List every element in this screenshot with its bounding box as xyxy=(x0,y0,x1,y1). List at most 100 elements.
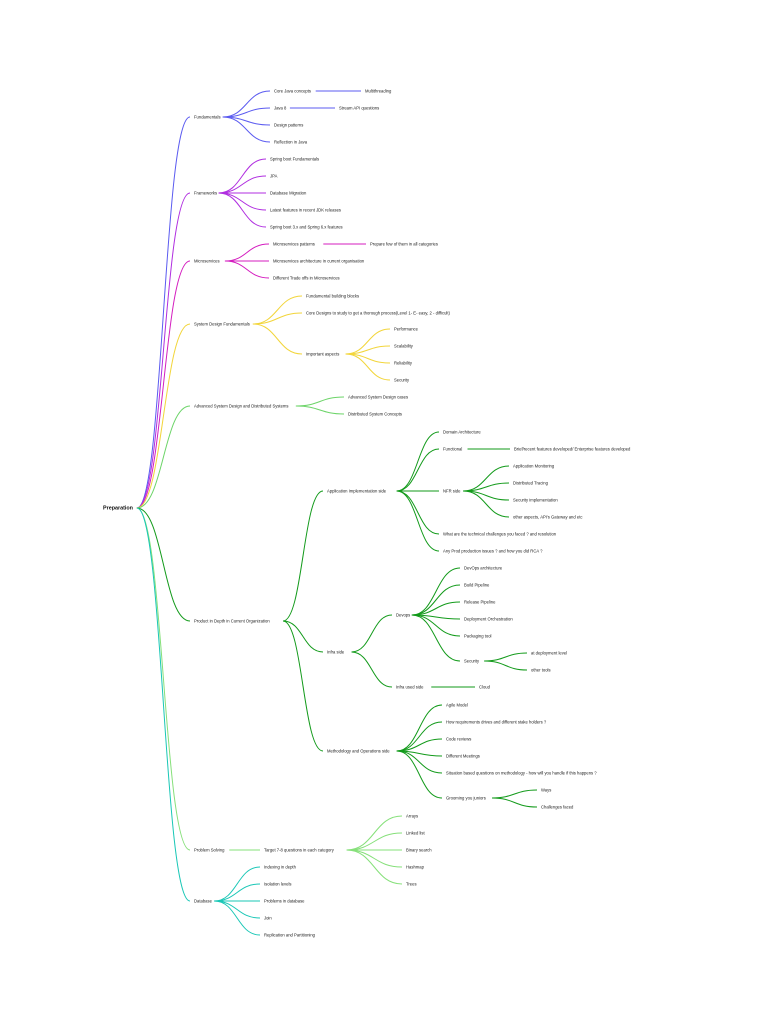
node-ways: Ways xyxy=(541,788,551,793)
node-problems-in-database: Problems in database xyxy=(264,899,305,904)
node-methodology-and-operations-side: Methodology and Operations side xyxy=(327,749,390,754)
node-join: Join xyxy=(264,916,272,921)
root-node-label: Preparation xyxy=(103,506,133,512)
branch-advanced-system-design-and-distributed-s: Advanced System Design and Distributed S… xyxy=(194,404,289,409)
node-indexing-in-depth: Indexing in depth xyxy=(264,865,297,870)
connector-5-0-4 xyxy=(396,490,440,552)
node-spring-boot-fundamentals: Spring boot Fundamentals xyxy=(270,157,319,162)
connector-5-1 xyxy=(282,620,324,653)
connector-5-1-0-5-0 xyxy=(484,652,528,662)
node-at-deployment-level: at deployment level xyxy=(531,651,567,656)
node-design-patterns: Design patterns xyxy=(274,123,303,128)
connector-5-1-1 xyxy=(351,651,393,688)
connector-6-0-1 xyxy=(346,832,403,851)
connector-5-2-1 xyxy=(396,721,443,752)
connector-0-0 xyxy=(222,90,271,118)
node-important-aspects: Important aspects xyxy=(306,352,339,357)
node-latest-features-in-recent-jdk-releases: Latest features in recent JDK releases xyxy=(270,208,341,213)
connector-2-2 xyxy=(224,260,270,279)
node-linked-list: Linked list xyxy=(406,831,425,836)
connector-5-0-0 xyxy=(396,431,440,492)
node-binary-search: Binary search xyxy=(406,848,432,853)
node-advanced-system-design-cases: Advanced System Design cases xyxy=(348,395,408,400)
connector-5-1-0-5-1 xyxy=(484,660,528,671)
connector-5-2-4 xyxy=(396,750,443,774)
node-microservices-patterns: Microservices patterns xyxy=(273,242,315,247)
connector-5-2-5 xyxy=(396,750,443,799)
node-prepare-few-of-them-in-all-categories: Prepare few of them in all categories xyxy=(370,242,438,247)
node-database-migration: Database Migration xyxy=(270,191,307,196)
node-target-7-8-questions-in-each-category: Target 7-8 questions in each category xyxy=(264,848,335,853)
connector-1-1 xyxy=(218,175,267,194)
node-hashmap: Hashmap xyxy=(406,865,425,870)
connector-7-1 xyxy=(214,883,261,902)
node-security: Security xyxy=(394,378,410,383)
connector-0-3 xyxy=(222,116,271,143)
node-security: Security xyxy=(464,659,480,664)
node-performance: Performance xyxy=(394,327,419,332)
connector-4-1 xyxy=(295,405,345,415)
branch-connector-0 xyxy=(136,116,191,509)
branch-connector-5 xyxy=(136,507,191,622)
node-replication-and-partitioning: Replication and Partitioning xyxy=(264,933,316,938)
node-packaging-tool: Packaging tool xyxy=(464,634,492,639)
node-core-java-concepts: Core Java concepts xyxy=(274,89,311,94)
connector-5-1-0 xyxy=(351,614,393,653)
node-challenges-faced: Challenges faced xyxy=(541,805,574,810)
connector-3-2 xyxy=(252,323,303,355)
node-other-tools: other tools xyxy=(531,668,551,673)
connector-6-0-0 xyxy=(346,815,403,851)
node-release-pipeline: Release Pipeline xyxy=(464,600,496,605)
connector-5-2-0 xyxy=(396,704,443,752)
connector-6-0-4 xyxy=(346,849,403,885)
node-multithreading: Multithreading xyxy=(365,89,392,94)
branch-connector-7 xyxy=(136,507,191,902)
node-stream-api-questions: Stream API questions xyxy=(339,106,379,111)
connector-3-2-3 xyxy=(345,353,391,381)
branch-fundamentals: Fundamentals xyxy=(194,115,221,120)
node-different-trade-offs-in-microservices: Different Trade offs in Microservices xyxy=(273,276,340,281)
node-infra-used-side: Infra used side xyxy=(396,685,424,690)
branch-product-in-depth-in-current-organization: Product in Depth in Current Organization xyxy=(194,619,270,624)
connector-1-0 xyxy=(218,158,267,194)
connector-5-1-0-4 xyxy=(411,614,461,637)
connector-5-2 xyxy=(282,620,324,752)
node-how-requirements-drives-and-different-st: How requirements drives and different st… xyxy=(446,720,547,725)
node-application-implementation-side: Application Implementation side xyxy=(327,489,387,494)
branch-connector-1 xyxy=(136,192,191,509)
connector-6-0-3 xyxy=(346,849,403,868)
connector-4-0 xyxy=(295,396,345,407)
node-devops-architecture: DevOps architecture xyxy=(464,566,503,571)
branch-connector-2 xyxy=(136,260,191,509)
connector-5-0 xyxy=(282,490,324,622)
node-distributed-system-concepts: Distributed System Concepts xyxy=(348,412,402,417)
connector-1-3 xyxy=(218,192,267,211)
branch-connector-6 xyxy=(136,507,191,851)
node-java-8: Java 8 xyxy=(274,106,287,111)
connector-5-0-1 xyxy=(396,448,440,492)
connector-7-3 xyxy=(214,900,261,919)
node-devops: Devops xyxy=(396,613,410,618)
node-isolation-levels: Isolation levels xyxy=(264,882,291,887)
node-what-are-the-technical-challenges-you-fa: What are the technical challenges you fa… xyxy=(443,532,557,537)
node-situation-based-questions-on-methodology: Situation based questions on methodology… xyxy=(446,771,597,776)
node-cloud: Cloud xyxy=(479,685,491,690)
node-arrays: Arrays xyxy=(406,814,418,819)
node-fundamental-building-blocks: Fundamental building blocks xyxy=(306,294,359,299)
connector-1-4 xyxy=(218,192,267,228)
node-domain-architecture: Domain Architecture xyxy=(443,430,481,435)
branch-microservices: Microservices xyxy=(194,259,220,264)
node-build-pipeline: Build Pipeline xyxy=(464,583,490,588)
connector-7-4 xyxy=(214,900,261,936)
connector-5-0-3 xyxy=(396,490,440,535)
node-jpa: JPA xyxy=(270,174,278,179)
node-infra-side: Infra side xyxy=(327,650,345,655)
branch-connector-3 xyxy=(136,323,191,509)
node-spring-boot-3-x-and-spring-6-x-features: Spring boot 3.x and Spring 6.x features xyxy=(270,225,343,230)
node-nfr-side: NFR side xyxy=(443,489,461,494)
connector-5-1-0-5 xyxy=(411,614,461,662)
connector-3-0 xyxy=(252,295,303,325)
node-other-aspects-api-s-gateway-and-etc: other aspects, API's Gateway and etc xyxy=(513,515,582,520)
branch-database: Database xyxy=(194,899,213,904)
